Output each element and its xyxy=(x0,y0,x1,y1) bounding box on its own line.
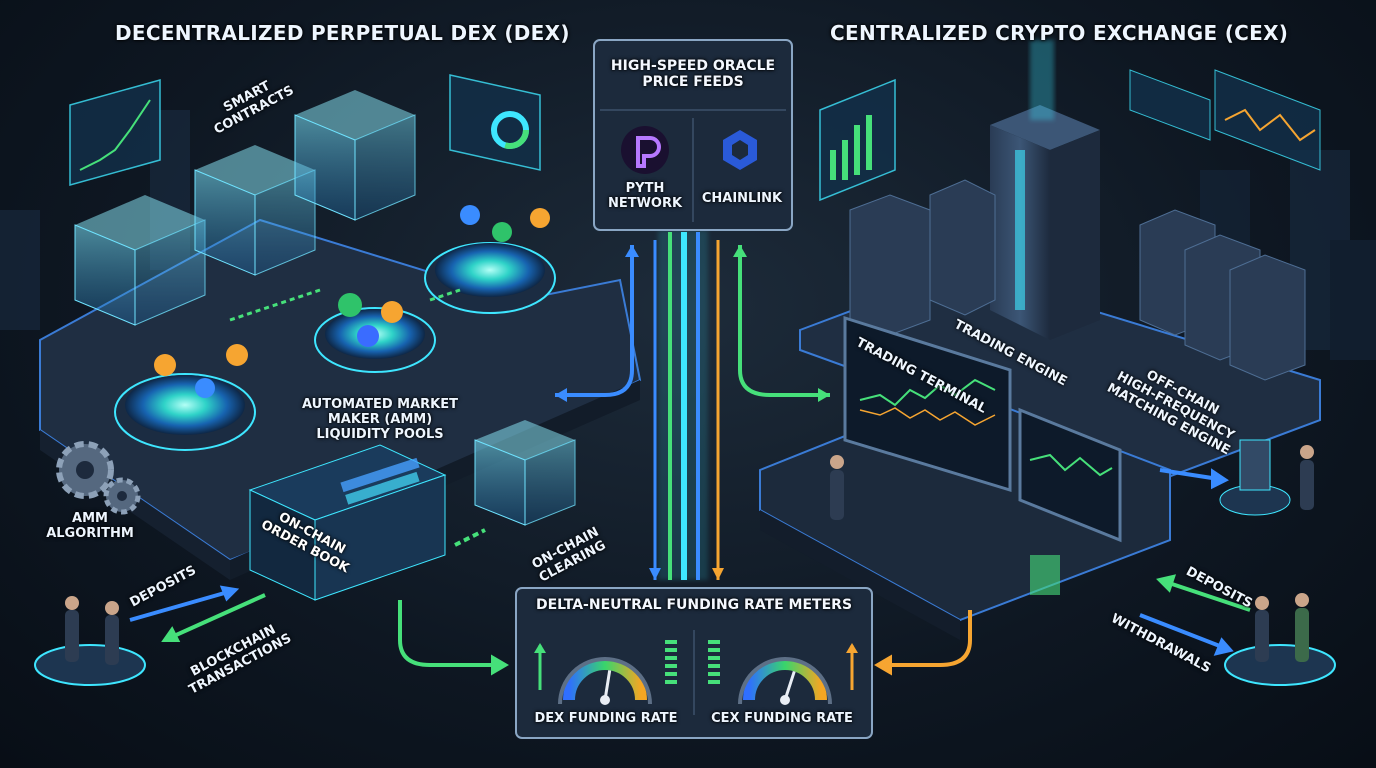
chainlink-label: CHAINLINK xyxy=(701,191,783,206)
dex-users xyxy=(34,596,146,686)
pyth-network-label: PYTH NETWORK xyxy=(600,181,690,212)
gauge-arc xyxy=(743,658,827,701)
order-book-box xyxy=(248,444,447,601)
amm-algorithm-line2: ALGORITHM xyxy=(46,525,134,541)
oracle-title-line1: HIGH-SPEED ORACLE xyxy=(610,58,776,74)
oracle-title: HIGH-SPEED ORACLE PRICE FEEDS xyxy=(596,58,790,90)
gauge-hub xyxy=(600,695,610,705)
crypto-coins xyxy=(154,205,550,398)
amm-pools-line3: LIQUIDITY POOLS xyxy=(316,426,444,442)
pyth-line2: NETWORK xyxy=(607,195,683,211)
pyth-line1: PYTH xyxy=(625,181,665,196)
oracle-panel xyxy=(593,39,793,231)
dex-funding-label: DEX FUNDING RATE xyxy=(534,711,678,726)
server-racks xyxy=(849,179,1306,381)
cex-arrows xyxy=(874,468,1251,676)
cex-title: CENTRALIZED CRYPTO EXCHANGE (CEX) xyxy=(830,21,1289,45)
funding-indicators xyxy=(534,640,858,690)
cex-floating-charts xyxy=(819,69,1321,202)
gauge-needle xyxy=(603,670,612,701)
trading-engine-tower xyxy=(990,40,1100,340)
smart-contract-cubes xyxy=(74,90,416,326)
oracle-title-line2: PRICE FEEDS xyxy=(642,74,744,91)
amm-algorithm-label: AMM ALGORITHM xyxy=(30,511,150,542)
amm-gear-icon xyxy=(56,441,141,515)
amm-pools-label: AUTOMATED MARKET MAKER (AMM) LIQUIDITY P… xyxy=(300,397,460,443)
trading-terminal-monitor xyxy=(843,315,1122,595)
gauge-hub xyxy=(780,695,790,705)
gauge-rim xyxy=(738,657,832,705)
gauge-arc xyxy=(563,658,647,701)
amm-pools-line1: AUTOMATED MARKET xyxy=(301,397,459,412)
dex-title: DECENTRALIZED PERPETUAL DEX (DEX) xyxy=(115,21,570,45)
liquidity-pools xyxy=(114,242,556,451)
funding-title: DELTA-NEUTRAL FUNDING RATE METERS xyxy=(535,597,853,613)
cex-users xyxy=(830,439,1336,686)
amm-algorithm-line1: AMM xyxy=(72,511,108,526)
on-chain-clearing-cube xyxy=(474,420,576,526)
amm-pools-line2: MAKER (AMM) xyxy=(327,411,433,427)
cex-funding-gauge xyxy=(738,657,832,705)
gauge-rim xyxy=(558,657,652,705)
dex-funding-gauge xyxy=(558,657,652,705)
cex-funding-label: CEX FUNDING RATE xyxy=(711,711,853,726)
oracle-beams xyxy=(555,230,830,580)
dex-arrows xyxy=(129,288,509,676)
dex-floating-charts xyxy=(69,74,541,186)
